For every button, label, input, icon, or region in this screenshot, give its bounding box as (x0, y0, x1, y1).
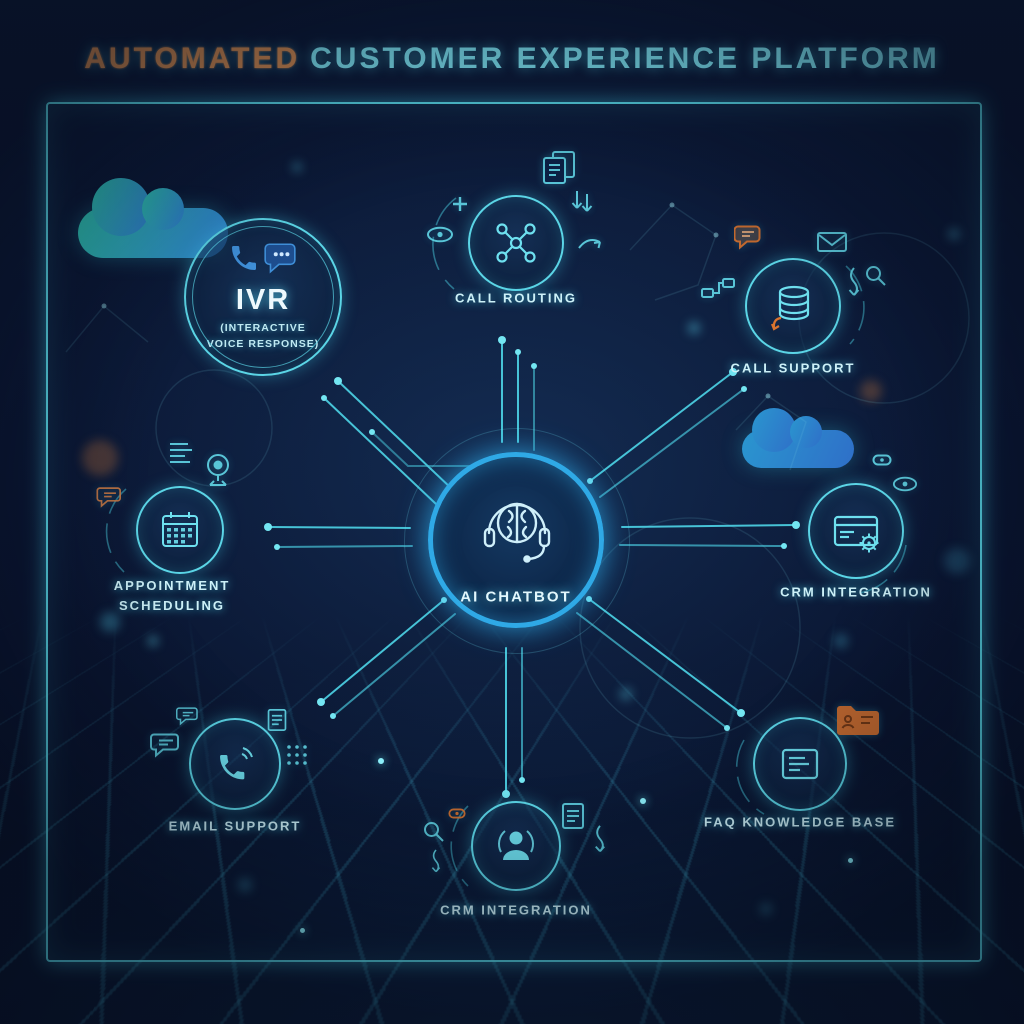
doc-lines-icon (562, 803, 584, 829)
eye-tag-icon (427, 226, 453, 243)
ivr-icon-group (228, 242, 298, 282)
phone-icon (232, 246, 256, 270)
pill-icon (872, 454, 892, 466)
node-ai-chatbot-label: AI CHATBOT (460, 588, 572, 606)
node-crm-integration-label: CRM INTEGRATION (780, 584, 932, 600)
doc-lines-icon (267, 709, 287, 731)
dots-grid-icon (287, 745, 307, 765)
node-crm-integration-bottom-label: CRM INTEGRATION (440, 902, 592, 918)
magnifier-icon (866, 266, 886, 286)
database-icon (770, 285, 810, 331)
eye-tag-icon (892, 476, 918, 492)
mail-icon (817, 232, 847, 252)
chat-outline-icon (150, 733, 179, 758)
orange-folder-icon (837, 706, 879, 735)
hook-arrow-icon (578, 239, 601, 249)
node-faq-knowledge-base (753, 717, 847, 811)
document-icon (781, 748, 819, 780)
plus-icon (453, 197, 467, 211)
agent-icon (498, 830, 534, 860)
phone-wave-icon (220, 747, 253, 780)
flow-icon (701, 278, 735, 298)
node-appointment-scheduling-label: APPOINTMENT SCHEDULING (113, 577, 231, 613)
double-down-arrow-icon (571, 191, 593, 212)
chat-bubble-icon (264, 243, 296, 274)
page-title-part1: AUTOMATED (84, 42, 301, 75)
squiggle-arrow-icon (848, 267, 860, 296)
webcam-icon (207, 454, 229, 486)
card-gear-icon (833, 515, 879, 553)
orange-chat-icon (734, 225, 761, 250)
node-email-support-label: EMAIL SUPPORT (168, 818, 302, 834)
node-call-support (745, 258, 841, 354)
squiggle-arrow-icon (431, 849, 441, 873)
squiggle-arrow-icon (595, 825, 605, 852)
doc-stack-icon (543, 151, 575, 184)
node-ivr-sublabel: (INTERACTIVE VOICE RESPONSE) (206, 322, 320, 350)
node-call-routing-label: CALL ROUTING (455, 290, 577, 306)
node-crm-integration-bottom (471, 801, 561, 891)
node-call-routing (468, 195, 564, 291)
list-icon (170, 443, 192, 463)
node-faq-knowledge-base-label: FAQ KNOWLEDGE BASE (703, 814, 897, 830)
node-crm-integration (808, 483, 904, 579)
pill-icon (448, 808, 466, 819)
calendar-icon (162, 512, 198, 547)
page-title-part2: CUSTOMER EXPERIENCE PLATFORM (310, 42, 940, 75)
node-call-support-label: CALL SUPPORT (730, 360, 856, 376)
chat-outline-icon (176, 707, 198, 726)
node-appointment-scheduling (136, 486, 224, 574)
brain-headset-icon (483, 502, 551, 563)
orange-chat-icon (96, 487, 121, 508)
network-routing-icon (496, 223, 536, 263)
node-ivr-label: IVR (235, 284, 291, 316)
page-title: AUTOMATED CUSTOMER EXPERIENCE PLATFORM (0, 42, 1024, 76)
node-ivr: IVR (INTERACTIVE VOICE RESPONSE) (184, 218, 342, 376)
magnifier-icon (424, 822, 444, 842)
